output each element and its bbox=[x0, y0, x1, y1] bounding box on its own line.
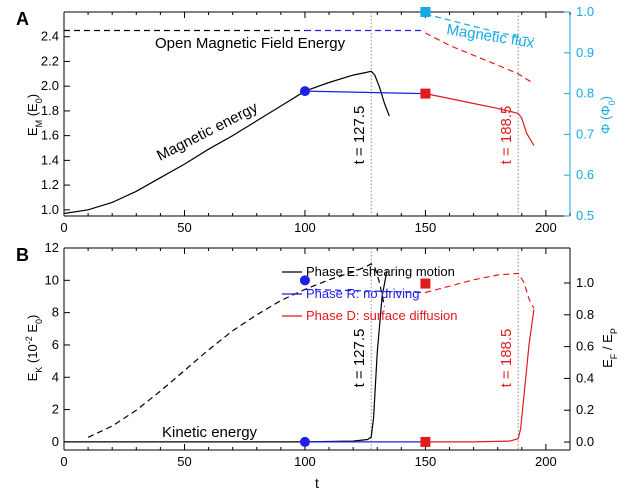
x-tick-label: 50 bbox=[177, 454, 191, 469]
marker-circle bbox=[299, 275, 310, 286]
x-axis-label: t bbox=[315, 475, 319, 491]
panel-a: 0 50 100 150 200 1.0 1.2 1.4 1.6 1.8 2.0 2.2 2.4 0.5 0… bbox=[16, 4, 617, 235]
x-tick-label: 0 bbox=[60, 454, 67, 469]
y-left-tick-label: 1.4 bbox=[41, 152, 59, 167]
x-tick-label: 150 bbox=[415, 454, 437, 469]
y-left-tick-label: 1.6 bbox=[41, 128, 59, 143]
annotation-magnetic-energy: Magnetic energy bbox=[154, 99, 261, 165]
series-line bbox=[304, 90, 426, 95]
annotation-open-field: Open Magnetic Field Energy bbox=[155, 35, 346, 52]
marker-square bbox=[420, 278, 431, 289]
y-right-axis-label: EF / EP bbox=[600, 328, 619, 368]
y-left-tick-label: 6 bbox=[52, 337, 59, 352]
y-right-tick-label: 0.8 bbox=[576, 307, 594, 322]
x-tick-label: 100 bbox=[294, 220, 316, 235]
y-right-tick-label: 0.7 bbox=[576, 126, 594, 141]
series-line bbox=[425, 272, 535, 309]
y-right-tick-label: 0.6 bbox=[576, 339, 594, 354]
marker-circle bbox=[299, 86, 310, 97]
annotation-kinetic-energy: Kinetic energy bbox=[162, 424, 258, 441]
series-line bbox=[425, 309, 535, 443]
marker-square bbox=[420, 436, 431, 447]
panel-b: 0 50 100 150 200 0 2 4 6 8 10 12 0.0 0.2 0.4 0.6 0.8 1.0 t… bbox=[16, 240, 619, 491]
y-left-tick-label: 4 bbox=[52, 369, 59, 384]
y-left-tick-label: 12 bbox=[45, 240, 59, 255]
x-tick-label: 0 bbox=[60, 220, 67, 235]
y-left-tick-label: 1.2 bbox=[41, 177, 59, 192]
series-line bbox=[425, 13, 534, 40]
annotation-magnetic-flux: Magnetic flux bbox=[445, 21, 535, 52]
y-left-tick-label: 2.4 bbox=[41, 29, 59, 44]
legend-label: Phase E: shearing motion bbox=[306, 264, 455, 279]
series-line bbox=[87, 263, 386, 438]
y-right-tick-label: 0.9 bbox=[576, 45, 594, 60]
y-right-tick-label: 1.0 bbox=[576, 4, 594, 19]
y-left-tick-label: 10 bbox=[45, 272, 59, 287]
y-left-tick-label: 0 bbox=[52, 434, 59, 449]
y-left-axis-label: EK (10-2 E0) bbox=[24, 315, 44, 382]
series-line bbox=[425, 32, 535, 85]
y-right-tick-label: 0.0 bbox=[576, 434, 594, 449]
y-left-tick-label: 1.0 bbox=[41, 202, 59, 217]
marker-circle bbox=[299, 436, 310, 447]
y-left-tick-label: 2.2 bbox=[41, 53, 59, 68]
time-marker-label: t = 188.5 bbox=[498, 329, 515, 388]
y-right-tick-label: 0.2 bbox=[576, 402, 594, 417]
marker-square bbox=[420, 88, 431, 99]
time-marker-label: t = 188.5 bbox=[498, 106, 515, 165]
y-right-tick-label: 0.4 bbox=[576, 370, 594, 385]
y-right-tick-label: 0.6 bbox=[576, 167, 594, 182]
x-tick-label: 200 bbox=[535, 220, 557, 235]
x-tick-label: 100 bbox=[294, 454, 316, 469]
x-tick-label: 50 bbox=[177, 220, 191, 235]
y-right-tick-label: 0.5 bbox=[576, 208, 594, 223]
series-line bbox=[64, 270, 388, 443]
y-left-axis-label: EM (E0) bbox=[25, 94, 44, 136]
y-right-tick-label: 0.8 bbox=[576, 86, 594, 101]
y-right-tick-label: 1.0 bbox=[576, 275, 594, 290]
marker-square bbox=[420, 7, 431, 17]
series-line bbox=[63, 70, 390, 215]
time-marker-label: t = 127.5 bbox=[351, 329, 368, 388]
x-tick-label: 200 bbox=[535, 454, 557, 469]
x-tick-label: 150 bbox=[415, 220, 437, 235]
legend-label: Phase R: no driving bbox=[306, 286, 419, 301]
y-left-tick-label: 1.8 bbox=[41, 103, 59, 118]
y-left-tick-label: 8 bbox=[52, 305, 59, 320]
panel-label: B bbox=[16, 245, 29, 265]
panel-label: A bbox=[16, 9, 29, 29]
legend-label: Phase D: surface diffusion bbox=[306, 308, 458, 323]
y-right-axis-label: Φ (Φ0) bbox=[598, 96, 617, 134]
y-left-tick-label: 2.0 bbox=[41, 78, 59, 93]
series-line bbox=[304, 288, 426, 294]
series-line bbox=[425, 93, 535, 146]
y-left-tick-label: 2 bbox=[52, 402, 59, 417]
time-marker-label: t = 127.5 bbox=[351, 106, 368, 165]
